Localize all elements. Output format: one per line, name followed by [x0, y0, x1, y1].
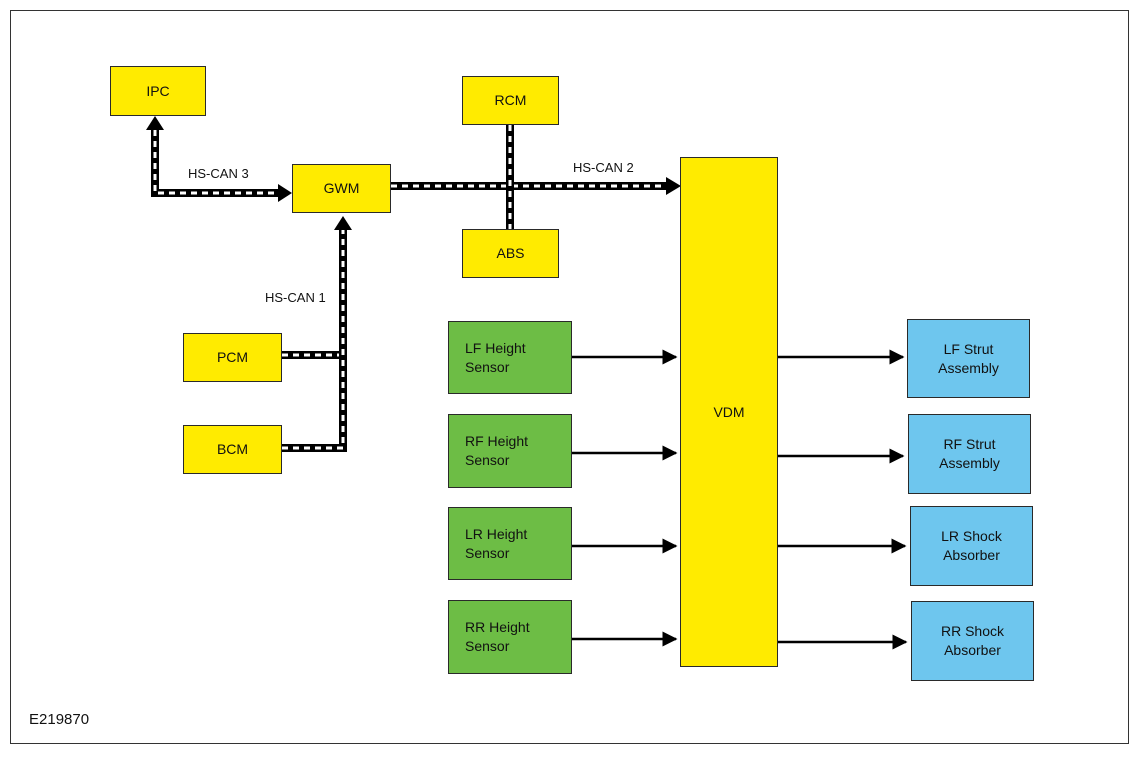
sensor-signals	[572, 349, 678, 647]
diagram-frame	[10, 10, 1129, 744]
sensor-rr-label: RR Height Sensor	[465, 619, 530, 654]
module-vdm-label: VDM	[713, 403, 745, 420]
module-ipc-label: IPC	[146, 82, 170, 99]
arrow-to-vdm	[666, 177, 681, 195]
module-pcm-label: PCM	[216, 349, 249, 365]
bus-label-hs-can-3: HS-CAN 3	[188, 166, 249, 181]
module-rcm: RCM	[462, 76, 559, 125]
module-rcm-label: RCM	[494, 92, 527, 108]
sensor-lf-label: LF Height Sensor	[465, 339, 526, 375]
actuator-lr-shock: LR Shock Absorber	[910, 506, 1033, 586]
module-gwm-label: GWM	[323, 180, 360, 196]
bus-label-hs-can-1: HS-CAN 1	[265, 290, 326, 305]
sensor-lr-label: LR Height Sensor	[465, 525, 528, 561]
sensor-rf-height: RF Height Sensor	[448, 414, 572, 488]
figure-id: E219870	[29, 711, 90, 728]
bus-hs-can-2	[391, 125, 681, 230]
module-vdm: VDM	[680, 157, 778, 667]
bus-hs-can-3	[146, 116, 292, 202]
arrow-to-ipc	[146, 116, 164, 130]
module-ipc: IPC	[110, 66, 206, 116]
sensor-rr-height: RR Height Sensor	[448, 600, 572, 674]
actuator-lr-label: LR Shock Absorber	[941, 528, 1002, 563]
module-bcm: BCM	[183, 425, 282, 474]
module-pcm: PCM	[183, 333, 282, 382]
actuator-lf-strut: LF Strut Assembly	[907, 319, 1030, 398]
module-bcm-label: BCM	[216, 441, 249, 457]
actuator-signals	[778, 349, 908, 650]
sensor-lr-height: LR Height Sensor	[448, 507, 572, 580]
module-abs: ABS	[462, 229, 559, 278]
bus-hs-can-1	[282, 216, 352, 452]
arrow-to-gwm-from-ipc	[278, 184, 292, 202]
bus-label-hs-can-2: HS-CAN 2	[573, 160, 634, 175]
actuator-rf-strut: RF Strut Assembly	[908, 414, 1031, 494]
actuator-rr-shock: RR Shock Absorber	[911, 601, 1034, 681]
module-abs-label: ABS	[496, 245, 525, 261]
sensor-rf-label: RF Height Sensor	[465, 433, 529, 468]
module-gwm: GWM	[292, 164, 391, 213]
actuator-rf-label: RF Strut Assembly	[939, 436, 1000, 471]
arrow-to-gwm-from-hs-can-1	[334, 216, 352, 230]
actuator-lf-label: LF Strut Assembly	[938, 340, 999, 376]
actuator-rr-label: RR Shock Absorber	[940, 623, 1005, 658]
sensor-lf-height: LF Height Sensor	[448, 321, 572, 394]
